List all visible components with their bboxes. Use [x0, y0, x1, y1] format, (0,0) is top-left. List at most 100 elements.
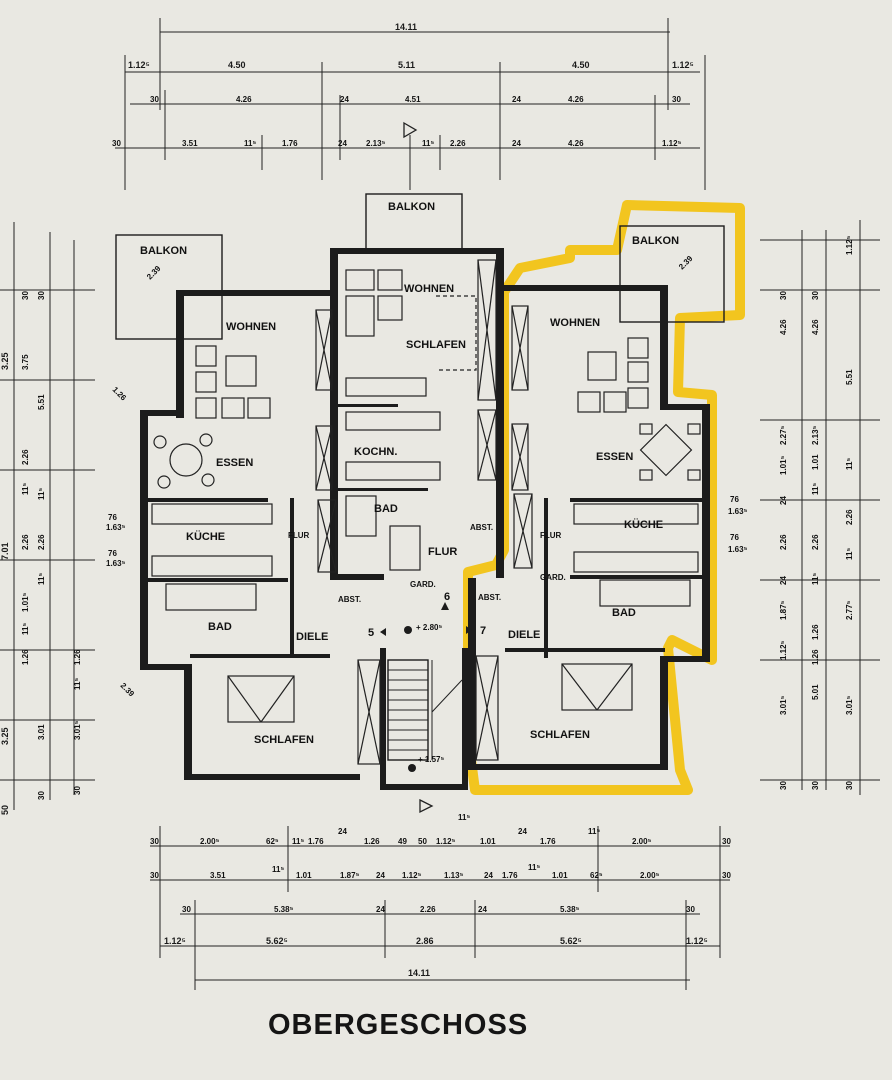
- right-dim: 5.51: [845, 369, 854, 385]
- right-dim: 2.13⁵: [811, 425, 820, 445]
- building-walls: [140, 248, 710, 790]
- section-marker-top: [403, 121, 418, 139]
- room-label: SCHLAFEN: [254, 734, 314, 746]
- level-marker-icon: [404, 626, 412, 634]
- window-dim: 1.63⁵: [106, 523, 126, 532]
- top-dim: 1.76: [282, 139, 298, 148]
- left-dim: 30: [37, 791, 46, 800]
- unit-number: 6: [444, 591, 450, 603]
- top-dim: 4.26: [236, 95, 252, 104]
- window-dim: 1.63⁵: [728, 507, 748, 516]
- window-dim: 1.63⁵: [106, 559, 126, 568]
- bottom-dim: 11⁵: [528, 863, 540, 872]
- right-dim: 1.87⁵: [779, 600, 788, 620]
- bottom-dim: 30: [150, 871, 159, 880]
- bottom-dim: 11⁵: [458, 813, 470, 822]
- bottom-dim: 1.01: [480, 837, 496, 846]
- left-dim: 2.26: [37, 534, 46, 550]
- level-marker-icon: [408, 764, 416, 772]
- left-dim: 5.51: [37, 394, 46, 410]
- bottom-dim: 2.00⁵: [632, 837, 652, 846]
- top-dim: 1.12⁵: [672, 60, 694, 70]
- dim-annotation: 2.39: [677, 254, 695, 272]
- left-dim: 11⁵: [21, 623, 30, 635]
- room-labels: WOHNEN ESSEN KÜCHE FLUR BAD DIELE SCHLAF…: [186, 283, 663, 746]
- left-dim: 11⁵: [37, 488, 46, 500]
- right-dim: 11⁵: [811, 573, 820, 585]
- room-label: FLUR: [540, 531, 562, 540]
- bottom-dim: 2.00⁵: [640, 871, 660, 880]
- room-label: ESSEN: [216, 457, 253, 469]
- bottom-dim: 30: [150, 837, 159, 846]
- room-label: WOHNEN: [550, 317, 600, 329]
- top-dim: 24: [338, 139, 347, 148]
- bottom-dim: 1.76: [502, 871, 518, 880]
- top-dim: 4.50: [572, 60, 590, 70]
- top-dim: 30: [672, 95, 681, 104]
- left-dim: 3.01⁵: [73, 720, 82, 740]
- room-label: WOHNEN: [404, 283, 454, 295]
- left-dim: 30: [37, 291, 46, 300]
- bottom-dim: 24: [478, 905, 487, 914]
- window-dim: 76: [108, 513, 117, 522]
- top-dim: 4.51: [405, 95, 421, 104]
- bottom-dim: 1.87⁵: [340, 871, 360, 880]
- bottom-dim: 1.12⁵: [164, 936, 186, 946]
- top-dim: 24: [512, 139, 521, 148]
- left-dim: 3.25: [0, 727, 10, 745]
- bottom-dim: 1.76: [308, 837, 324, 846]
- arrow-right-icon: [466, 626, 472, 634]
- unit-number: 7: [480, 625, 486, 637]
- bottom-dim: 62⁵: [266, 837, 279, 846]
- right-dim: 3.01⁵: [779, 695, 788, 715]
- right-dim: 1.12⁵: [845, 235, 854, 255]
- right-dim: 4.26: [779, 319, 788, 335]
- entry-level: + 1.57⁵: [418, 755, 444, 764]
- bottom-dim: 1.12⁵: [402, 871, 422, 880]
- right-dim: 11⁵: [845, 458, 854, 470]
- opening-dim: 1.26: [111, 385, 129, 403]
- top-dimension-lines: 14.11 1.12⁵ 4.50 5.11 4.50 1.12⁵ 30 4.26…: [112, 18, 706, 190]
- apartment-highlight: [463, 200, 745, 795]
- bottom-dim: 2.26: [420, 905, 436, 914]
- room-label: DIELE: [296, 631, 328, 643]
- room-label: BALKON: [388, 201, 435, 213]
- section-marker-bottom: [419, 798, 434, 814]
- dim-annotation: 2.39: [145, 264, 163, 282]
- left-dimension-lines: 3.25 7.01 3.25 50 30 5.51 11⁵ 2.26 11⁵ 3…: [0, 222, 95, 815]
- top-dim: 11⁵: [422, 139, 434, 148]
- room-label: KÜCHE: [624, 518, 663, 531]
- bottom-dim: 11⁵: [292, 837, 304, 846]
- unit-number: 5: [368, 627, 374, 639]
- top-dim: 3.51: [182, 139, 198, 148]
- opening-dim: 2.39: [119, 681, 137, 699]
- bottom-dim: 30: [722, 871, 731, 880]
- right-dim: 1.01⁵: [779, 455, 788, 475]
- bottom-dim: 11⁵: [272, 865, 284, 874]
- bottom-dim: 3.51: [210, 871, 226, 880]
- bottom-dim: 1.12⁵: [436, 837, 456, 846]
- left-dim: 1.26: [73, 649, 82, 665]
- left-dim: 30: [73, 786, 82, 795]
- left-dim: 2.26: [21, 449, 30, 465]
- room-label: BALKON: [632, 235, 679, 247]
- bottom-dim: 24: [376, 871, 385, 880]
- bottom-dim: 24: [484, 871, 493, 880]
- right-dim: 1.01: [811, 454, 820, 470]
- arrow-up-icon: [441, 602, 449, 610]
- left-dim: 1.26: [21, 649, 30, 665]
- room-label: ABST.: [478, 593, 501, 602]
- bottom-dim: 24: [518, 827, 527, 836]
- bottom-dimension-lines: 30 2.00⁵ 62⁵ 11⁵ 1.76 24 1.26 49 50 1.12…: [150, 813, 731, 990]
- room-label: DIELE: [508, 629, 540, 641]
- left-dim: 1.01⁵: [21, 592, 30, 612]
- left-dim: 3.25: [0, 352, 10, 370]
- bottom-dim: 5.62⁵: [560, 936, 582, 946]
- top-dim: 11⁵: [244, 139, 256, 148]
- staircase: + 2.80⁵ + 1.57⁵ 5 6 7: [368, 591, 486, 814]
- bottom-dim: 1.12⁵: [686, 936, 708, 946]
- bottom-dim: 62⁵: [590, 871, 603, 880]
- right-dim: 2.27⁵: [779, 425, 788, 445]
- window-dim: 1.63⁵: [728, 545, 748, 554]
